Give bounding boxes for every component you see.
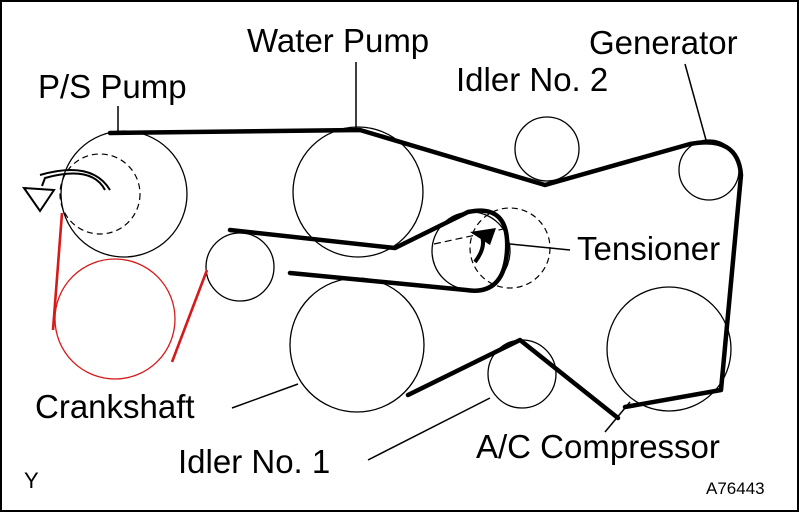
idler-no-2-pulley [514,116,580,182]
label-generator: Generator [589,24,738,61]
label-ps-pump: P/S Pump [38,68,187,105]
ac-compressor-pulley [606,286,732,412]
lower-large-pulley [289,277,425,413]
label-crankshaft: Crankshaft [35,388,195,425]
figure-code: A76443 [706,479,765,498]
belt-upper-run [107,127,744,410]
leader-ac-compressor [604,401,631,433]
tensioner-arrow-icon [470,228,496,264]
tensioner-arm-dashed [433,227,509,245]
label-tensioner: Tensioner [577,230,721,267]
label-water-pump: Water Pump [247,22,430,59]
belt-red-left [51,212,64,331]
label-idler-no-1: Idler No. 1 [178,443,331,480]
leader-lines [117,62,707,461]
water-pump-pulley [292,126,424,258]
ps-pump-pulley-hidden [59,153,141,235]
drive-belt [107,127,744,421]
label-ac-compressor: A/C Compressor [476,428,720,465]
label-idler-no-2: Idler No. 2 [456,61,609,98]
rotation-arrow-icon [21,169,111,213]
belt-red-right [170,269,209,363]
belt-crankshaft-section [51,212,209,363]
leader-crankshaft [231,383,299,409]
leader-generator [684,63,707,141]
corner-mark: Y [24,468,39,493]
small-idler-pulley [205,232,275,302]
belt-tensioner-loop [227,208,510,293]
ps-pump-pulley [60,130,188,258]
crankshaft-pulley [54,258,176,380]
leader-idler-no-1 [367,397,491,461]
leader-tensioner [509,243,571,251]
belt-lower-run [405,337,621,421]
